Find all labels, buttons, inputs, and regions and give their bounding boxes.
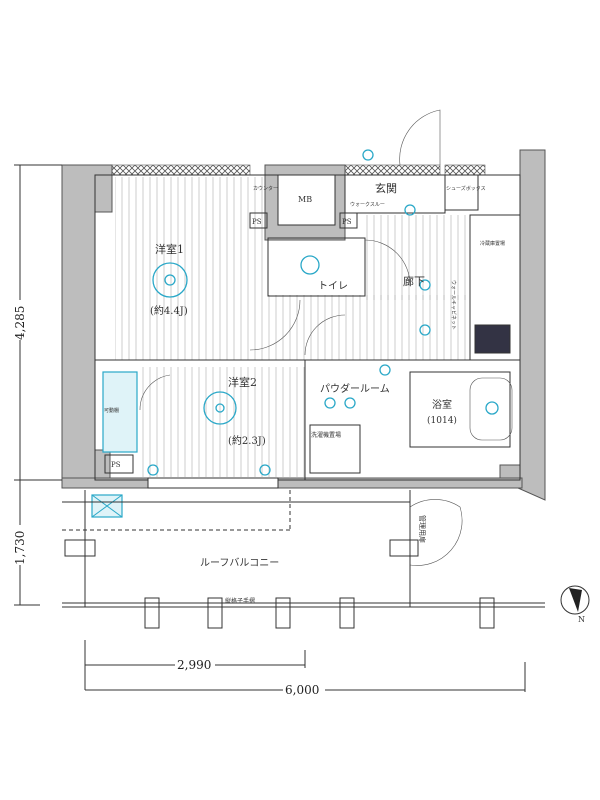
label-mb: MB bbox=[298, 195, 312, 204]
room-labels: 洋室1 (約4.4J) 洋室2 (約2.3J) トイレ 廊下 玄関 シューズボッ… bbox=[104, 181, 505, 605]
label-ps-2: PS bbox=[342, 218, 352, 226]
dim-width-partial: 2,990 bbox=[177, 658, 211, 672]
label-entrance: 玄関 bbox=[375, 181, 397, 195]
label-railing: 縦格子手摺 bbox=[225, 597, 255, 605]
label-powder-room: パウダールーム bbox=[320, 382, 390, 395]
label-counter: カウンター bbox=[253, 185, 278, 192]
label-shoe-box: シューズボックス bbox=[446, 185, 486, 192]
label-hallway: 廊下 bbox=[403, 274, 425, 288]
floor-western1 bbox=[115, 177, 265, 360]
label-western1-size: (約4.4J) bbox=[150, 304, 188, 317]
dim-depth-balcony: 1,730 bbox=[13, 531, 27, 565]
floor-western2 bbox=[140, 367, 305, 477]
label-wall-cabinet: ウォールキャビネット bbox=[450, 280, 457, 330]
balcony bbox=[62, 490, 545, 629]
label-western1: 洋室1 bbox=[155, 242, 184, 256]
label-service-door: 管理用扉 bbox=[418, 515, 427, 543]
dimension-labels: 4,285 1,730 2,990 6,000 bbox=[12, 300, 325, 697]
label-movable-shelf: 可動棚 bbox=[104, 407, 119, 414]
dim-depth-main: 4,285 bbox=[13, 306, 27, 340]
label-western2-size: (約2.3J) bbox=[228, 434, 266, 447]
label-fridge: 冷蔵庫置場 bbox=[480, 240, 505, 247]
label-toilet: トイレ bbox=[318, 281, 348, 292]
label-bath: 浴室 bbox=[432, 398, 452, 411]
floor-hallway bbox=[265, 295, 470, 360]
floor-hallway-upper bbox=[365, 215, 470, 300]
label-western2: 洋室2 bbox=[228, 375, 257, 389]
label-laundry: 洗濯機置場 bbox=[311, 431, 341, 439]
label-bath-size: (1014) bbox=[427, 415, 457, 426]
compass: N bbox=[560, 585, 590, 624]
label-ps-3: PS bbox=[111, 461, 121, 469]
label-roof-balcony: ルーフバルコニー bbox=[200, 557, 279, 569]
dim-width-total: 6,000 bbox=[285, 683, 319, 697]
label-ps-1: PS bbox=[252, 218, 262, 226]
north-label: N bbox=[578, 615, 585, 624]
label-walk-through: ウォークスルー bbox=[350, 201, 385, 208]
fixtures bbox=[91, 149, 499, 518]
partitions bbox=[94, 174, 521, 489]
doors bbox=[139, 109, 463, 566]
